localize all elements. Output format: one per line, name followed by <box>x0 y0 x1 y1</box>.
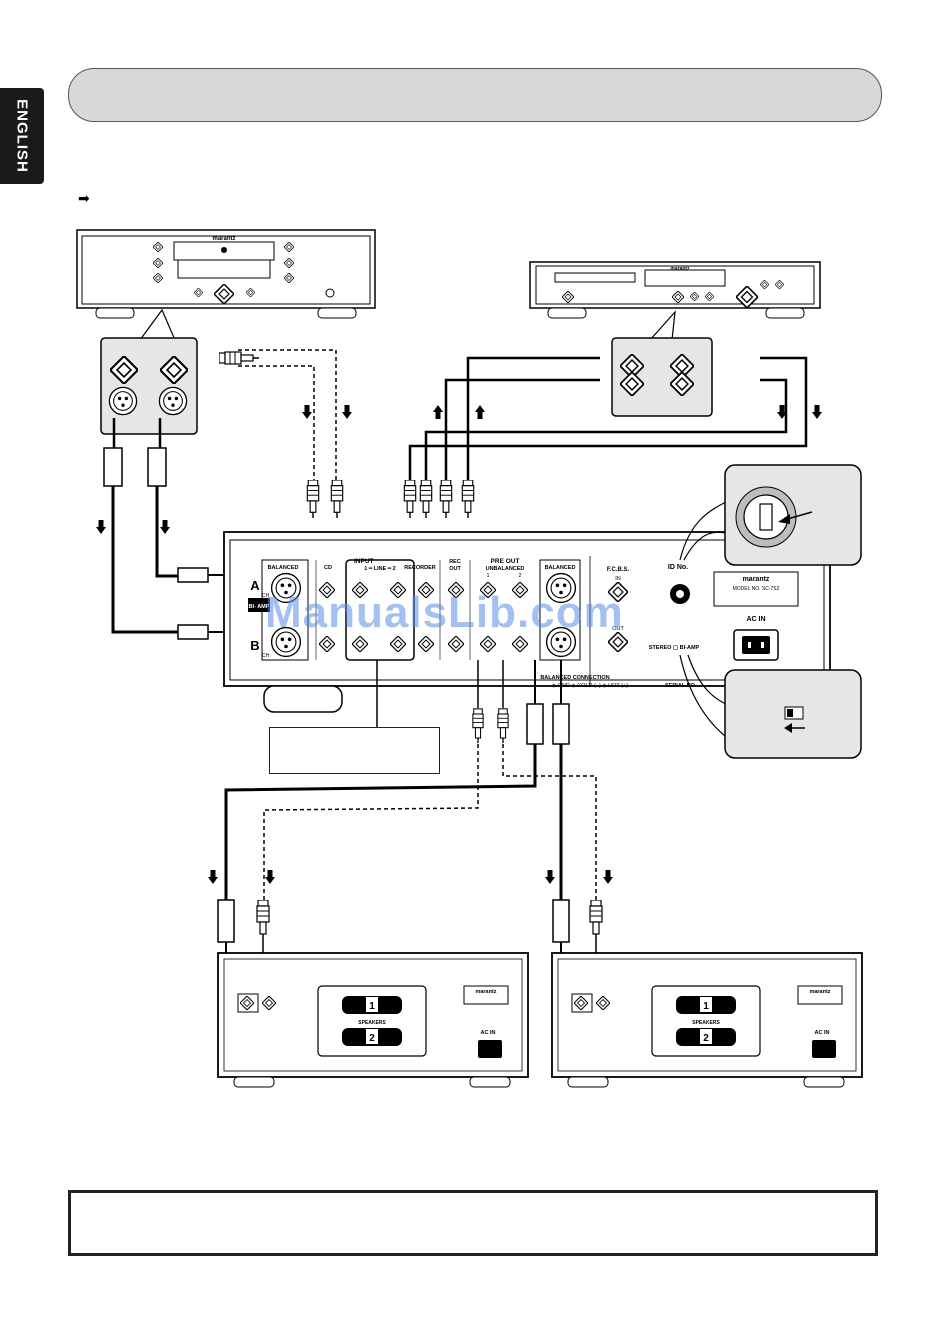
right-amp-speaker-1: 1 <box>703 1001 709 1012</box>
stereo-biamp-callout <box>679 654 862 759</box>
left-amp-speaker-1: 1 <box>369 1001 375 1012</box>
fcbs-out-label: OUT <box>612 626 624 632</box>
pre-out-2-label: 2 <box>518 573 521 579</box>
cd-player-brand: marantz <box>212 236 235 242</box>
preamp-brand: marantz <box>743 576 770 583</box>
preamp-ac-in-label: AC IN <box>746 616 765 623</box>
left-amp-brand: marantz <box>475 989 496 995</box>
channel-a-label: A <box>250 578 260 593</box>
balanced-out-label: BALANCED <box>545 565 576 571</box>
left-amp-speakers-label: SPEAKERS <box>358 1020 386 1026</box>
note-box <box>68 1190 878 1256</box>
channel-a-ch: CH <box>262 593 270 599</box>
recorder-brand: marantz <box>670 266 690 272</box>
balanced-in-label: BALANCED <box>268 565 299 571</box>
watermark: ManualsLib.com <box>265 588 624 637</box>
pin-legend: ◈ GND ◈ COLD (−) ◈ HOT (+) <box>552 683 628 689</box>
recorder-label: RECORDER <box>404 565 436 571</box>
power-amplifier-left: 1 2 SPEAKERS marantz AC IN <box>217 952 529 1088</box>
right-amp-speakers-label: SPEAKERS <box>692 1020 720 1026</box>
biamp-tag: BI- AMP <box>249 604 270 610</box>
reference-arrow-icon: ➡ <box>78 190 90 206</box>
right-amp-brand: marantz <box>809 989 830 995</box>
recorder-deck: marantz <box>529 261 821 319</box>
rec-out-label: REC <box>449 559 461 565</box>
recorder-rear-callout <box>611 310 713 417</box>
cd-player-rear-callout <box>100 308 198 435</box>
stereo-biamp-switch-label: STEREO ▢ BI-AMP <box>649 645 700 651</box>
balanced-connection-label: BALANCED CONNECTION <box>540 675 609 681</box>
right-amp-ac-label: AC IN <box>815 1030 830 1036</box>
preamp-model: MODEL NO. SC-7S2 <box>733 586 780 592</box>
power-amplifier-right: 1 2 SPEAKERS marantz AC IN <box>551 952 863 1088</box>
cd-input-label: CD <box>324 565 332 571</box>
pre-out-label: PRE OUT <box>491 558 520 565</box>
pre-out-1-label: 1 <box>486 573 489 579</box>
channel-b-ch: CH <box>262 653 270 659</box>
serial-label: SERIAL NO. <box>665 683 697 689</box>
line-label: 1 ━ LINE ━ 2 <box>364 566 395 572</box>
input-label: INPUT <box>354 558 374 565</box>
fcbs-label: F.C.B.S. <box>607 567 630 573</box>
id-no-label: ID No. <box>668 564 688 571</box>
unbalanced-label: UNBALANCED <box>486 566 525 572</box>
language-tab[interactable]: ENGLISH <box>0 88 44 184</box>
left-amp-ac-label: AC IN <box>481 1030 496 1036</box>
fcbs-in-label: IN <box>615 576 621 582</box>
left-amp-speaker-2: 2 <box>369 1033 375 1044</box>
id-switch-callout <box>679 464 862 566</box>
section-title-bar <box>68 68 882 122</box>
right-amp-speaker-2: 2 <box>703 1033 709 1044</box>
line-input-callout-box <box>269 727 440 774</box>
rec-out-label-2: OUT <box>449 566 461 572</box>
cd-player: marantz <box>76 229 376 319</box>
channel-b-label: B <box>250 638 259 653</box>
